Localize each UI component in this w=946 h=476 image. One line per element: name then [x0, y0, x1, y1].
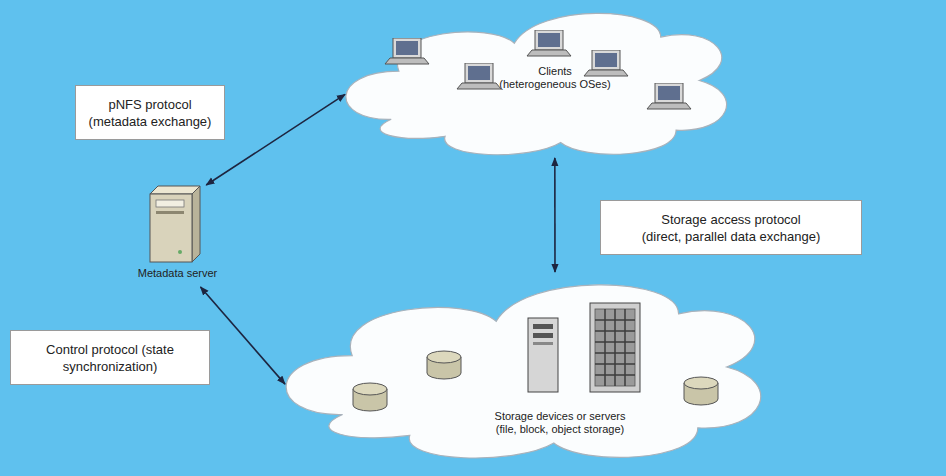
double-arrow	[554, 158, 556, 272]
connector-label: Control protocol (state synchronization)	[20, 341, 200, 375]
cloud-shape	[286, 285, 761, 458]
connector-label: pNFS protocol (metadata exchange)	[85, 96, 215, 130]
node-label: Metadata server	[120, 267, 235, 280]
connector-label: Storage access protocol (direct, paralle…	[641, 211, 821, 245]
clients-cloud: Clients (heterogeneous OSes)	[345, 3, 730, 158]
metadata-server-icon	[150, 186, 200, 262]
cloud-shape	[346, 13, 727, 154]
protocol-callout: Control protocol (state synchronization)	[10, 330, 210, 385]
drive-slot	[156, 211, 184, 214]
double-arrow	[201, 287, 286, 384]
node-label: Storage devices or servers (file, block,…	[492, 410, 628, 436]
node-label: Clients (heterogeneous OSes)	[499, 65, 611, 91]
storage-cloud: Storage devices or servers (file, block,…	[285, 272, 765, 462]
protocol-callout: pNFS protocol (metadata exchange)	[75, 85, 225, 140]
server-top	[150, 186, 200, 194]
drive-bay	[156, 200, 184, 207]
protocol-callout: Storage access protocol (direct, paralle…	[600, 200, 862, 255]
server-front	[150, 194, 192, 262]
power-led	[178, 250, 182, 254]
double-arrow	[206, 94, 345, 185]
metadata-server: Metadata server	[120, 185, 235, 287]
server-side	[192, 186, 200, 262]
